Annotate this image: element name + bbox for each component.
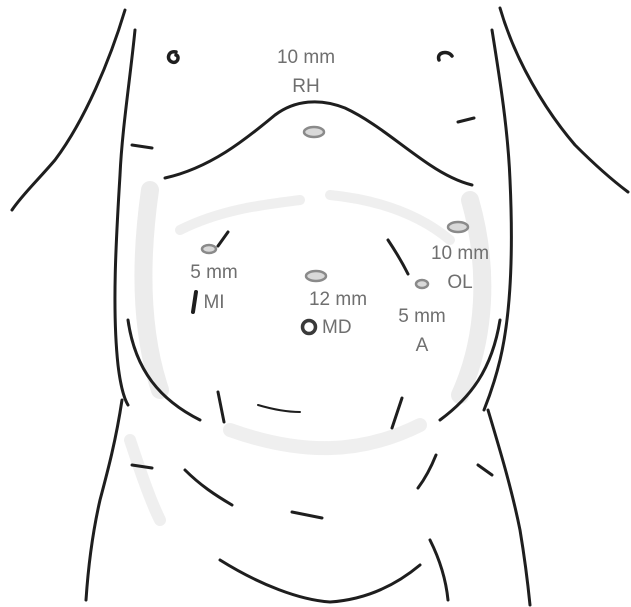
port-md-size-label: 12 mm: [309, 289, 367, 310]
left-nipple: [169, 52, 179, 63]
left-groin: [185, 470, 232, 505]
right-nipple: [439, 53, 452, 60]
left-chest-side: [115, 30, 135, 405]
rib-margin-right-end: [458, 118, 474, 122]
right-thigh-crease: [430, 540, 448, 600]
port-md-marker: [303, 321, 316, 334]
port-labels: 10 mm RH 10 mm OL 5 mm MI 12 mm MD 5 mm …: [190, 47, 489, 356]
right-rectus-line: [388, 240, 408, 274]
port-a-marker: [416, 280, 428, 288]
port-md-upper-marker: [306, 271, 326, 281]
port-ol-marker: [448, 222, 468, 232]
rib-margin-left-end: [132, 145, 152, 148]
left-rectus-line: [218, 232, 228, 246]
right-groin: [418, 455, 436, 488]
right-chest-side: [484, 30, 511, 410]
port-mi-size-label: 5 mm: [190, 262, 238, 283]
right-arm-outline: [500, 8, 628, 192]
port-a-code-label: A: [416, 335, 429, 356]
left-rectus-line-lower: [193, 292, 196, 312]
left-hip: [86, 400, 122, 600]
left-groin-lower: [292, 512, 322, 518]
port-a-size-label: 5 mm: [398, 306, 446, 327]
port-rh-size-label: 10 mm: [277, 47, 335, 68]
navel-lower-dash: [258, 405, 300, 412]
port-rh-code-label: RH: [292, 76, 319, 97]
lower-left-mark: [218, 392, 224, 422]
pubic-curve: [220, 560, 420, 602]
right-hip: [488, 410, 530, 605]
lower-right-mark: [392, 398, 402, 428]
port-ol-size-label: 10 mm: [431, 243, 489, 264]
port-rh-marker: [304, 127, 324, 137]
port-mi-marker: [202, 245, 216, 253]
port-ol-code-label: OL: [447, 272, 472, 293]
right-groin-tail: [478, 465, 492, 475]
rib-margin: [165, 102, 472, 185]
port-md-code-label: MD: [322, 317, 352, 338]
port-mi-code-label: MI: [203, 292, 224, 313]
left-arm-outline: [12, 10, 125, 210]
